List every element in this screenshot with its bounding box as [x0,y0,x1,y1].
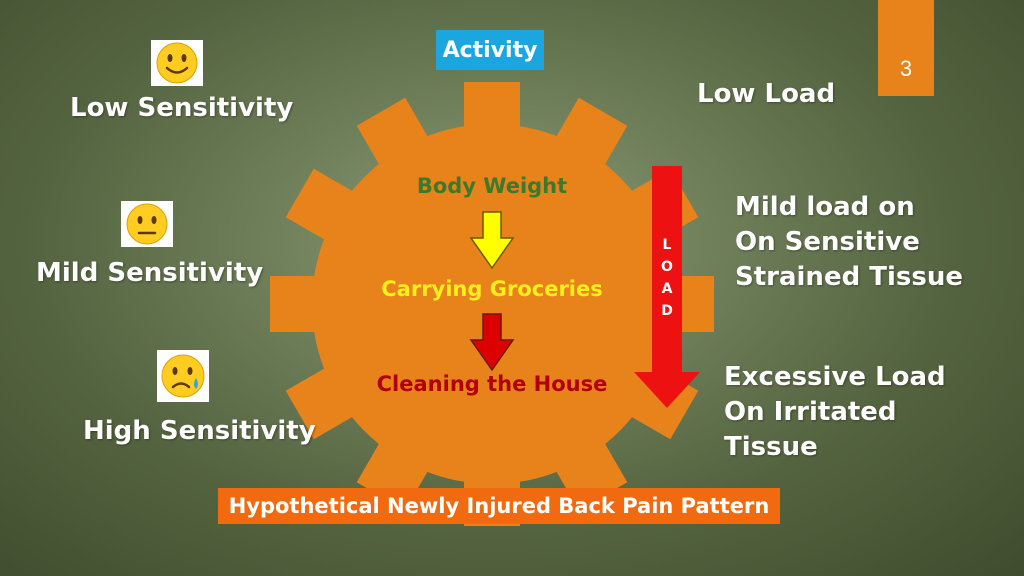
mild-sensitivity-label: Mild Sensitivity [36,258,264,288]
down-arrow-yellow-icon [469,211,515,270]
down-arrow-red-icon [469,313,515,372]
mild-load-line: Strained Tissue [735,262,963,292]
page-number: 3 [899,56,913,81]
load-letter: O [661,259,673,275]
excessive-load-line: Tissue [724,432,818,462]
mild-load-line: Mild load on [735,192,915,222]
sad-tear-face-icon [157,350,209,402]
low-load-label: Low Load [697,79,836,109]
gear-item-cleaning-the-house: Cleaning the House [376,372,608,396]
excessive-load-line: Excessive Load [724,362,946,392]
mild-load-line: On Sensitive [735,227,920,257]
load-arrow-icon [634,166,700,408]
slightly-smiling-face-icon [151,40,203,86]
low-sensitivity-label: Low Sensitivity [70,93,294,123]
excessive-load-line: On Irritated [724,397,897,427]
excessive-load-label: Excessive Load On Irritated Tissue [724,360,946,465]
gear-item-body-weight: Body Weight [416,174,568,198]
load-letter: D [661,303,673,319]
page-number-tab: 3 [878,0,934,96]
gear-item-carrying-groceries: Carrying Groceries [381,277,603,301]
load-letter: L [662,237,672,253]
footer-title-banner: Hypothetical Newly Injured Back Pain Pat… [218,488,780,524]
high-sensitivity-label: High Sensitivity [83,416,316,446]
mild-load-label: Mild load on On Sensitive Strained Tissu… [735,190,963,295]
activity-label: Activity [436,30,544,70]
neutral-face-icon [121,201,173,247]
load-letter: A [661,281,673,297]
gear-shape [270,82,714,526]
